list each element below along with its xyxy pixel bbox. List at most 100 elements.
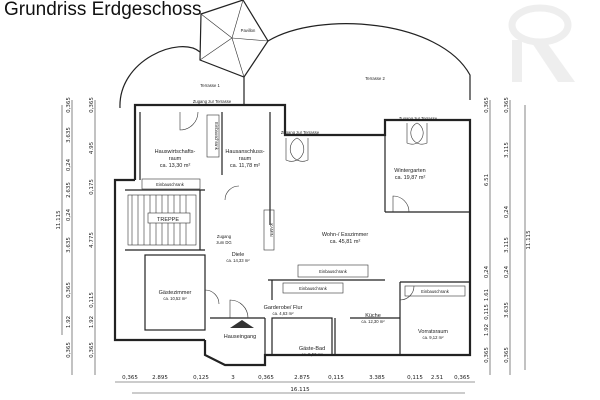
svg-text:Wintergarten: Wintergarten (394, 168, 426, 174)
svg-text:Zugang zur Terrasse: Zugang zur Terrasse (281, 130, 320, 135)
room-hausanschlussraum: Hausanschluss- raum ca. 11,78 m² (225, 149, 264, 169)
pavilion-label: Pavillon (241, 28, 256, 33)
dimension-label: 2.635 (66, 182, 72, 198)
svg-text:KAMIN: KAMIN (269, 223, 274, 236)
svg-text:ca. 4,63 m²: ca. 4,63 m² (273, 311, 295, 316)
dimension-label: 0,365 (454, 375, 470, 381)
einbauschrank-hwr (206, 114, 220, 158)
room-wintergarten: Wintergarten ca. 19,87 m² (394, 168, 426, 181)
room-gaestezimmer: Gästezimmer ca. 10,52 m² (159, 290, 192, 301)
dimension-label: 0,115 (407, 375, 423, 381)
dimension-label: 0,365 (484, 347, 490, 363)
terrace-1-label: Terrasse 1 (200, 83, 220, 88)
dimension-label: 0,24 (484, 265, 490, 278)
dimension-label: 0,115 (328, 375, 344, 381)
page-title: Grundriss Erdgeschoss (4, 0, 202, 20)
einbauschrank-hwr-2 (141, 178, 201, 190)
dimension-label: 0,365 (484, 97, 490, 113)
dimension-label: 4.95 (89, 141, 95, 154)
watermark-logo (508, 4, 575, 82)
svg-text:Küche: Küche (365, 313, 381, 319)
dimension-label: 2.51 (431, 375, 443, 381)
stair-label: TREPPE (157, 217, 179, 223)
walls (113, 103, 472, 367)
terrace-1-outline (119, 46, 201, 109)
dimension-label: 3.385 (369, 375, 385, 381)
dimensions-bottom: 0,365 2.895 0,125 3 0,365 2.875 0,115 3.385 0,11… (122, 375, 470, 381)
entrance-arrow-icon (230, 320, 254, 328)
svg-text:ca. 45,81 m²: ca. 45,81 m² (330, 239, 361, 245)
room-vorratsraum: Vorratsraum ca. 9,12 m² (418, 329, 448, 340)
dimension-label: 3.635 (66, 237, 72, 253)
dimension-label: 3.635 (504, 302, 510, 318)
svg-text:Zugang: Zugang (217, 234, 232, 239)
dimension-left-total: 11.115 (56, 210, 62, 230)
dimension-label: 0,365 (258, 375, 274, 381)
dimension-label: 1.61 (484, 289, 490, 301)
svg-text:ca. 12,30 m²: ca. 12,30 m² (361, 319, 385, 324)
svg-text:Einbauschrank: Einbauschrank (299, 286, 328, 291)
room-diele: Diele ca. 14,33 m² (226, 252, 250, 263)
svg-text:Hausanschluss-: Hausanschluss- (225, 149, 264, 155)
pavilion: Pavillon (199, 0, 269, 78)
svg-text:ca. 13,30 m²: ca. 13,30 m² (160, 163, 191, 169)
svg-text:Diele: Diele (232, 252, 245, 258)
dimension-label: 0,175 (89, 179, 95, 195)
terrace-2-label: Terrasse 2 (365, 76, 385, 81)
svg-text:Einbauschrank: Einbauschrank (156, 182, 185, 187)
room-kueche: Küche ca. 12,30 m² (361, 313, 385, 324)
svg-text:ca. 5,52 m²: ca. 5,52 m² (302, 352, 324, 357)
dimension-label: 1.92 (66, 316, 72, 328)
dimension-label: 0,125 (193, 375, 209, 381)
dimension-label: 6.51 (484, 174, 490, 186)
einbauschrank-flur (282, 282, 344, 294)
svg-text:Zugang zur Terrasse: Zugang zur Terrasse (399, 116, 438, 121)
staircase: TREPPE (127, 194, 197, 246)
room-gaeste-bad: Gäste-Bad ca. 5,52 m² (299, 346, 325, 357)
dimension-label: 0,365 (66, 282, 72, 298)
svg-text:zum DG: zum DG (216, 240, 231, 245)
dimension-label: 0,115 (89, 292, 95, 308)
svg-text:raum: raum (239, 156, 252, 162)
svg-text:Einbauschrank: Einbauschrank (319, 269, 348, 274)
dimensions-right-inner: 0,365 6.51 0,24 1.61 0,115 1.92 0,365 (484, 97, 490, 363)
svg-text:ca. 10,52 m²: ca. 10,52 m² (163, 296, 187, 301)
einbauschrank-vorrat (404, 285, 466, 297)
dimension-label: 2.875 (294, 375, 310, 381)
svg-text:Einbauschrank: Einbauschrank (421, 289, 450, 294)
dimension-label: 3.115 (504, 142, 510, 158)
dimension-label: 0,365 (66, 97, 72, 113)
svg-text:ca. 19,87 m²: ca. 19,87 m² (395, 175, 426, 181)
fireplace (263, 209, 275, 251)
svg-text:Einbauschrank: Einbauschrank (214, 122, 219, 151)
dimension-label: 0,115 (484, 304, 490, 320)
dimension-label: 0,365 (504, 347, 510, 363)
dimension-label: 3.115 (504, 237, 510, 253)
dimension-label: 1.92 (484, 324, 490, 336)
svg-text:Gästezimmer: Gästezimmer (159, 290, 192, 296)
dimension-label: 0,24 (504, 265, 510, 278)
dimension-label: 2.895 (152, 375, 168, 381)
dimension-label: 1.92 (89, 316, 95, 328)
terrace-2-outline (267, 23, 471, 100)
svg-text:Vorratsraum: Vorratsraum (418, 329, 448, 335)
svg-text:Hauswirtschafts-: Hauswirtschafts- (155, 149, 196, 155)
svg-text:Zugang zur Terrasse: Zugang zur Terrasse (193, 99, 232, 104)
dimension-label: 3 (231, 375, 235, 381)
dimension-label: 0,24 (66, 208, 72, 221)
dimension-label: 0,24 (66, 158, 72, 171)
dimension-label: 0,365 (66, 342, 72, 358)
svg-text:ca. 14,33 m²: ca. 14,33 m² (226, 258, 250, 263)
dimension-label: 0,365 (89, 342, 95, 358)
svg-text:ca. 9,12 m²: ca. 9,12 m² (423, 335, 445, 340)
dimension-label: 0,365 (122, 375, 138, 381)
room-garderobe-flur: Garderobe/ Flur ca. 4,63 m² (264, 305, 303, 316)
einbauschrank-wohn (297, 264, 369, 278)
room-wohn-esszimmer: Wohn-/ Esszimmer ca. 45,81 m² (322, 232, 369, 245)
dimension-label: 0,24 (504, 205, 510, 218)
dimensions-left-outer: 0,3653.6350,242.6350,243.6350,3651.920,3… (66, 97, 72, 358)
